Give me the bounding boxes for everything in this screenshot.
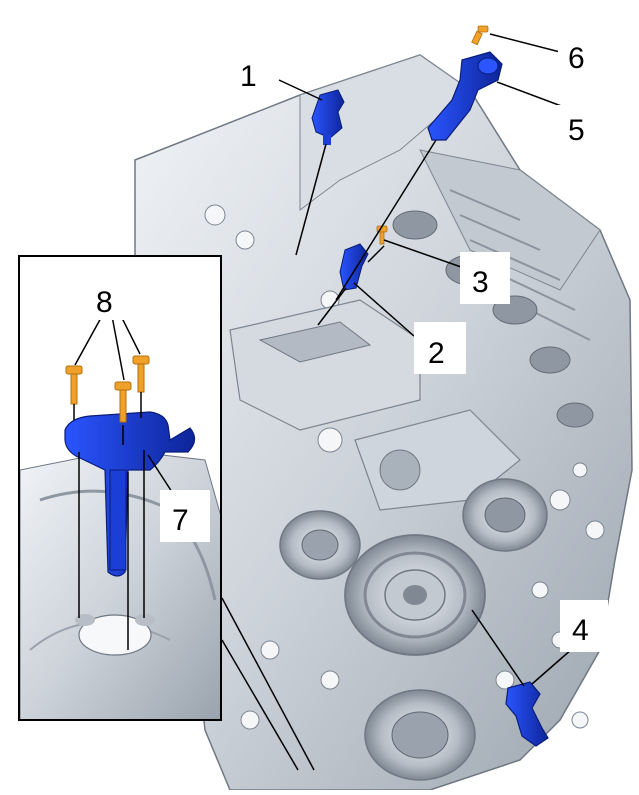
sensor-part-2 [339, 243, 369, 291]
inset-detail [18, 255, 222, 721]
sensor-part-5 [427, 51, 503, 141]
engine-block [134, 54, 633, 791]
callout-6: 6 [568, 42, 585, 75]
sensor-part-1 [311, 89, 345, 145]
callout-numbers: 1 2 3 4 5 6 7 8 [88, 34, 608, 652]
callout-7: 7 [172, 504, 189, 537]
callout-3: 3 [472, 266, 489, 299]
callout-1: 1 [240, 60, 257, 93]
bolt-part-3 [376, 225, 388, 245]
callout-5: 5 [568, 114, 585, 147]
callout-8: 8 [96, 286, 113, 319]
leader-lines [74, 33, 581, 771]
sensor-part-4 [505, 681, 549, 747]
callout-4: 4 [572, 614, 589, 647]
callout-2: 2 [428, 337, 445, 370]
bolt-part-6 [471, 25, 489, 46]
